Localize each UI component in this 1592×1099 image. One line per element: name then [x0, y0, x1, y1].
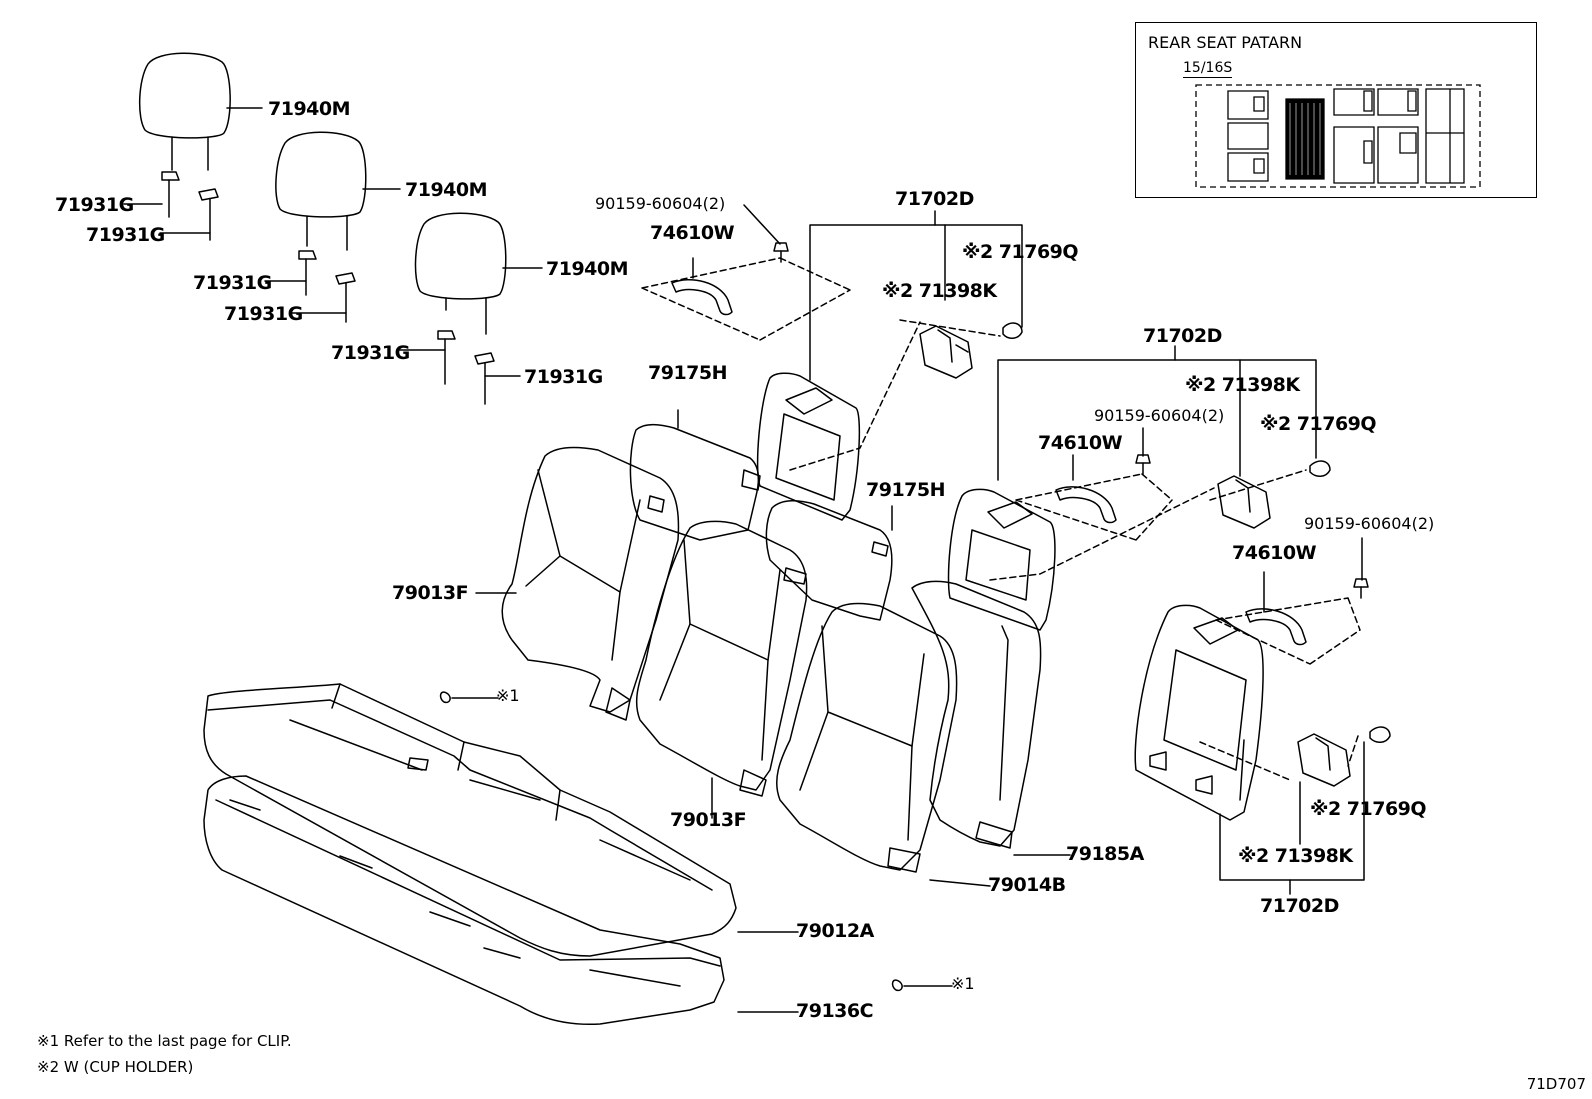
- upper-left-panel-assembly: [642, 205, 1022, 470]
- callout-panel-3: 71702D: [1260, 895, 1339, 917]
- seat-cushion-79136C: [204, 776, 724, 1024]
- callout-back-cover-2: 79175H: [866, 479, 946, 501]
- seatback-79175H-left: [630, 410, 760, 540]
- legend-title: REAR SEAT PATARN: [1148, 33, 1303, 52]
- seatback-79013F-center: [637, 521, 807, 796]
- callout-clip-2: ※1: [951, 974, 975, 993]
- callout-back-pad: 79185A: [1066, 843, 1144, 865]
- headrest-b: [276, 132, 400, 250]
- callout-handle-1: 74610W: [650, 222, 735, 244]
- legend-subtitle: 15/16S: [1183, 60, 1233, 78]
- callout-panel-2: 71702D: [1143, 325, 1222, 347]
- seat-pattern-grid: [1188, 83, 1488, 191]
- headrest-a: [140, 53, 262, 170]
- seatback-79014B: [777, 604, 957, 872]
- callout-screw-3: 90159-60604(2): [1304, 514, 1435, 533]
- callout-cup-clip-2: ※2 71769Q: [1260, 413, 1377, 435]
- seatback-79013F-left: [502, 448, 678, 720]
- callout-guide-1: 71931G: [55, 194, 134, 216]
- callout-cup-holder-1: ※2 71398K: [882, 280, 997, 302]
- callout-headrest-a: 71940M: [268, 98, 351, 120]
- callout-cushion-pad: 79136C: [796, 1000, 874, 1022]
- seat-cushion-79012A: [204, 684, 736, 956]
- headrest-guides: [124, 172, 520, 404]
- back-panel-1: [758, 373, 860, 520]
- callout-cup-clip-3: ※2 71769Q: [1310, 798, 1427, 820]
- callout-seatback-1: 79013F: [392, 582, 469, 604]
- callout-guide-6: 71931G: [524, 366, 603, 388]
- callout-headrest-b: 71940M: [405, 179, 488, 201]
- callout-guide-5: 71931G: [331, 342, 410, 364]
- headrest-c: [415, 213, 542, 334]
- callout-guide-4: 71931G: [224, 303, 303, 325]
- callout-cup-holder-3: ※2 71398K: [1238, 845, 1353, 867]
- callout-guide-2: 71931G: [86, 224, 165, 246]
- callout-seatback-2: 79013F: [670, 809, 747, 831]
- seatback-79175H-center: [766, 501, 892, 620]
- callout-panel-1: 71702D: [895, 188, 974, 210]
- callout-handle-3: 74610W: [1232, 542, 1317, 564]
- footnote-2: ※2 W (CUP HOLDER): [37, 1058, 194, 1076]
- seatback-79185A: [912, 581, 1041, 848]
- callout-back-cover-1: 79175H: [648, 362, 728, 384]
- footnote-1: ※1 Refer to the last page for CLIP.: [37, 1032, 292, 1050]
- rear-seat-pattern-legend: REAR SEAT PATARN 15/16S: [1135, 22, 1537, 198]
- back-panel-2: [949, 489, 1055, 630]
- callout-clip-1: ※1: [496, 686, 520, 705]
- callout-guide-3: 71931G: [193, 272, 272, 294]
- callout-screw-2: 90159-60604(2): [1094, 406, 1225, 425]
- callout-cushion-cover: 79012A: [796, 920, 874, 942]
- lower-right-panel-assembly: [1135, 538, 1390, 894]
- callout-screw-1: 90159-60604(2): [595, 194, 726, 213]
- callout-headrest-c: 71940M: [546, 258, 629, 280]
- middle-right-panel-assembly: [990, 346, 1330, 580]
- diagram-id: 71D707: [1526, 1075, 1586, 1093]
- clip-symbols: [441, 692, 952, 990]
- callout-cup-clip-1: ※2 71769Q: [962, 241, 1079, 263]
- callout-cup-holder-2: ※2 71398K: [1185, 374, 1300, 396]
- leader-lines: [476, 593, 1070, 1012]
- callout-back-pad-2: 79014B: [988, 874, 1066, 896]
- callout-handle-2: 74610W: [1038, 432, 1123, 454]
